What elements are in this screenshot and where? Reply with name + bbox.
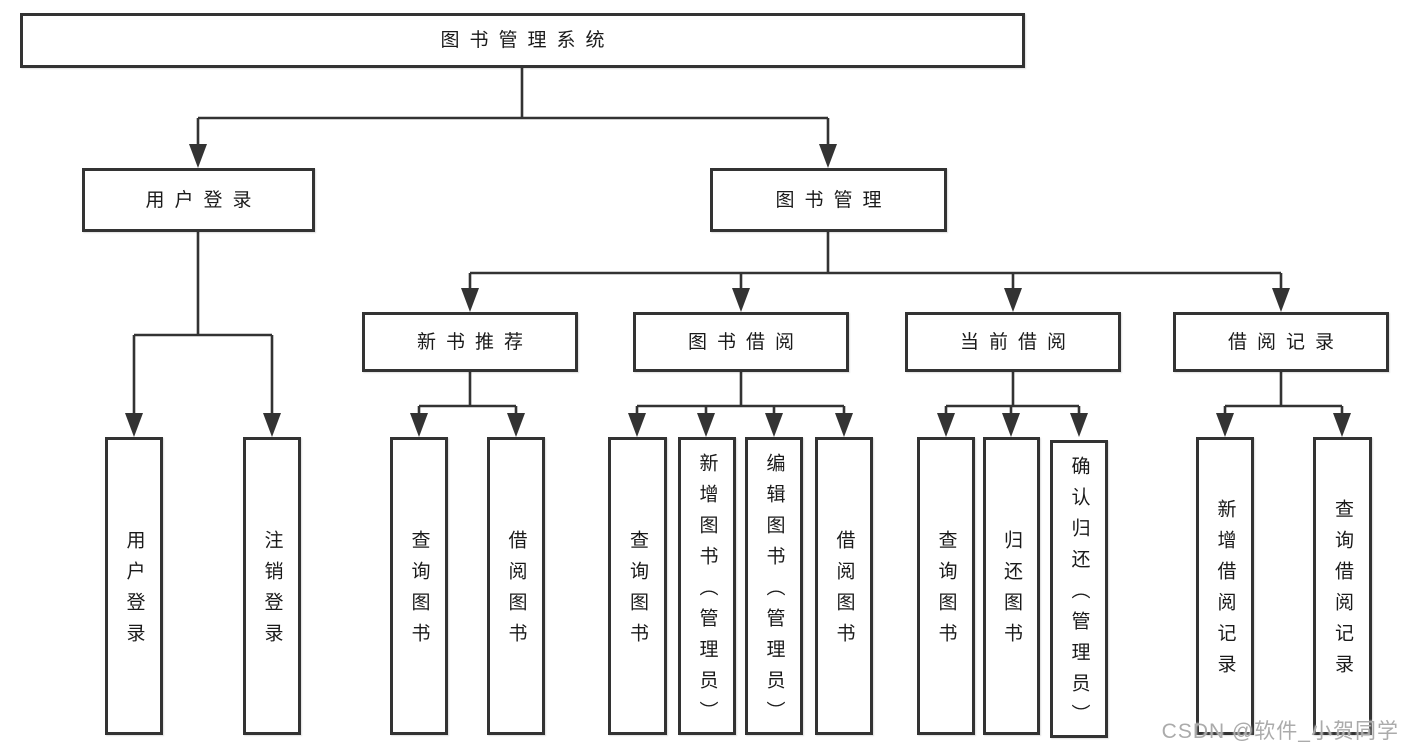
csdn-watermark: CSDN @软件_小贺同学	[1161, 720, 1399, 743]
leaf-borrow-books-label: 借阅图书	[833, 530, 855, 654]
node-user-login: 用户登录	[82, 168, 315, 232]
leaf-confirm-return-admin: 确认归还（管理员）	[1050, 440, 1108, 738]
node-user-login-label: 用户登录	[145, 189, 262, 211]
leaf-return-books: 归还图书	[983, 437, 1040, 735]
leaf-borrow-books-recommend: 借阅图书	[487, 437, 545, 735]
leaf-query-books-current: 查询图书	[917, 437, 975, 735]
leaf-logout-label: 注销登录	[261, 530, 283, 654]
leaf-query-books-recommend: 查询图书	[390, 437, 448, 735]
leaf-query-books-borrow: 查询图书	[608, 437, 667, 735]
leaf-confirm-return-admin-label: 确认归还（管理员）	[1068, 455, 1090, 735]
leaf-query-books-borrow-label: 查询图书	[627, 530, 648, 654]
leaf-return-books-label: 归还图书	[1001, 530, 1022, 654]
leaf-borrow-books: 借阅图书	[815, 437, 873, 735]
leaf-query-borrow-record-label: 查询借阅记录	[1332, 499, 1353, 685]
node-book-management-label: 图书管理	[775, 189, 892, 211]
leaf-edit-books-admin-label: 编辑图书（管理员）	[763, 452, 785, 732]
leaf-add-books-admin-label: 新增图书（管理员）	[696, 452, 718, 732]
node-book-management: 图书管理	[710, 168, 947, 232]
leaf-add-borrow-record-label: 新增借阅记录	[1214, 499, 1236, 685]
node-borrow-records: 借阅记录	[1173, 312, 1389, 372]
node-current-borrow-label: 当前借阅	[959, 331, 1076, 353]
leaf-edit-books-admin: 编辑图书（管理员）	[745, 437, 803, 735]
leaf-query-books-current-label: 查询图书	[935, 530, 957, 654]
node-current-borrow: 当前借阅	[905, 312, 1121, 372]
node-book-borrow: 图书借阅	[633, 312, 849, 372]
leaf-user-login-label: 用户登录	[123, 530, 145, 654]
leaf-query-borrow-record: 查询借阅记录	[1313, 437, 1372, 735]
leaf-query-books-recommend-label: 查询图书	[408, 530, 430, 654]
node-root: 图书管理系统	[20, 13, 1025, 68]
leaf-add-books-admin: 新增图书（管理员）	[678, 437, 736, 735]
node-new-book-recommend: 新书推荐	[362, 312, 578, 372]
leaf-borrow-books-recommend-label: 借阅图书	[505, 530, 527, 654]
node-borrow-records-label: 借阅记录	[1227, 331, 1344, 353]
node-root-label: 图书管理系统	[440, 30, 615, 51]
leaf-add-borrow-record: 新增借阅记录	[1196, 437, 1254, 735]
leaf-user-login: 用户登录	[105, 437, 163, 735]
leaf-logout: 注销登录	[243, 437, 301, 735]
node-book-borrow-label: 图书借阅	[687, 331, 804, 353]
node-new-book-recommend-label: 新书推荐	[416, 331, 533, 353]
